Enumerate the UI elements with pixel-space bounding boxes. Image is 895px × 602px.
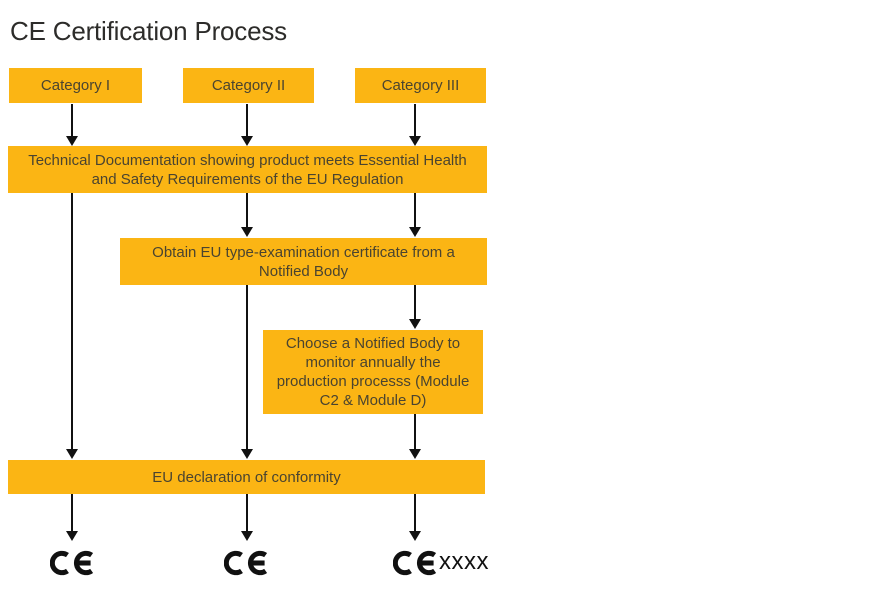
node-category-ii: Category II (183, 68, 314, 103)
node-choose-notified-body: Choose a Notified Body to monitor annual… (263, 330, 483, 414)
arrow-cat1-to-techdoc (66, 104, 78, 146)
arrow-cat2-to-techdoc (241, 104, 253, 146)
ce-mark-icon (224, 550, 268, 576)
arrow-techdoc-to-obtain-col2 (241, 193, 253, 237)
node-category-ii-label: Category II (211, 77, 286, 94)
page-title: CE Certification Process (10, 16, 287, 46)
ce-mark-icon (393, 550, 437, 576)
ce-mark-category-iii: xxxx (393, 547, 489, 579)
arrow-declaration-to-ce2 (241, 494, 253, 541)
node-category-i-label: Category I (40, 77, 111, 94)
arrow-declaration-to-ce3 (409, 494, 421, 541)
arrow-declaration-to-ce1 (66, 494, 78, 541)
node-eu-declaration: EU declaration of conformity (8, 460, 485, 494)
node-category-iii-label: Category III (381, 77, 460, 94)
arrow-cat3-to-techdoc (409, 104, 421, 146)
arrow-obtain-to-declaration-col2 (241, 285, 253, 459)
arrow-obtain-to-choose (409, 285, 421, 329)
node-category-i: Category I (9, 68, 142, 103)
node-technical-documentation: Technical Documentation showing product … (8, 146, 487, 193)
node-eu-declaration-label: EU declaration of conformity (152, 468, 341, 486)
arrow-techdoc-to-obtain-col3 (409, 193, 421, 237)
node-choose-notified-body-label: Choose a Notified Body to monitor annual… (276, 335, 470, 409)
node-category-iii: Category III (355, 68, 486, 103)
ce-mark-category-ii (224, 547, 269, 579)
node-technical-documentation-label: Technical Documentation showing product … (28, 151, 467, 188)
ce-mark-category-i (50, 547, 95, 579)
node-obtain-certificate-label: Obtain EU type-examination certificate f… (152, 243, 455, 280)
arrow-techdoc-to-declaration-col1 (66, 193, 78, 459)
node-obtain-certificate: Obtain EU type-examination certificate f… (120, 238, 487, 285)
arrow-choose-to-declaration-col3 (409, 414, 421, 459)
ce-notified-body-number-placeholder: xxxx (439, 548, 489, 575)
ce-mark-icon (50, 550, 94, 576)
